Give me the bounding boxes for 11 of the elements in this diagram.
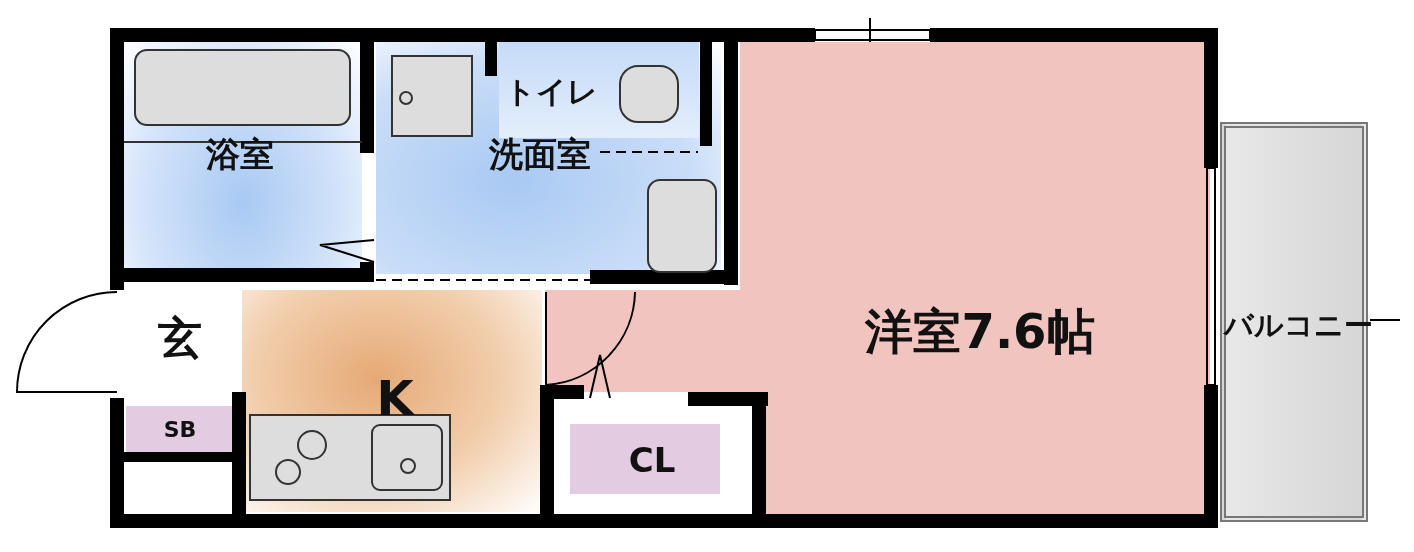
- room-label: 浴室: [206, 133, 274, 176]
- room-label: 玄: [158, 310, 202, 365]
- room-label: 洋室7.6帖: [865, 302, 1095, 361]
- room-label: 洗面室: [489, 133, 591, 176]
- storage-area: [570, 424, 720, 494]
- room-label: バルコニー: [1223, 307, 1373, 344]
- room-label: トイレ: [504, 72, 598, 111]
- room-label: K: [376, 370, 414, 426]
- storage-area: [126, 406, 232, 452]
- room-label: SB: [163, 416, 197, 442]
- room-label: CL: [628, 440, 676, 480]
